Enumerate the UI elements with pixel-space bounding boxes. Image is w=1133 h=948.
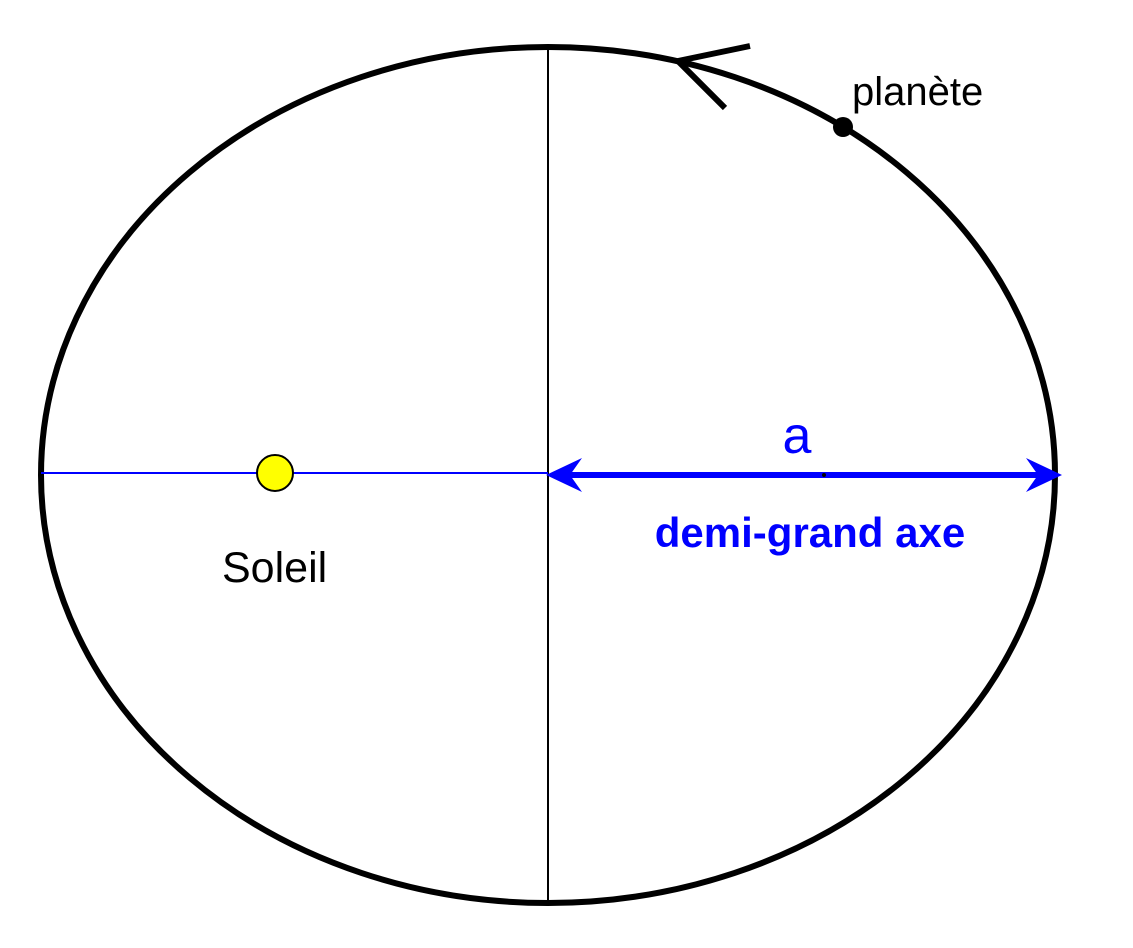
semi-major-caption: demi-grand axe — [655, 509, 965, 556]
arrowhead-left-icon — [546, 458, 582, 492]
planet-dot — [833, 117, 853, 137]
orbit-direction-arrow-icon — [671, 43, 751, 111]
semi-major-axis-arrow — [546, 458, 1062, 492]
semi-major-symbol: a — [783, 407, 812, 465]
planet-label: planète — [852, 70, 983, 114]
sun-dot — [256, 454, 294, 492]
center-dot — [822, 473, 826, 477]
arrowhead-right-icon — [1026, 458, 1062, 492]
sun-label: Soleil — [222, 544, 327, 592]
